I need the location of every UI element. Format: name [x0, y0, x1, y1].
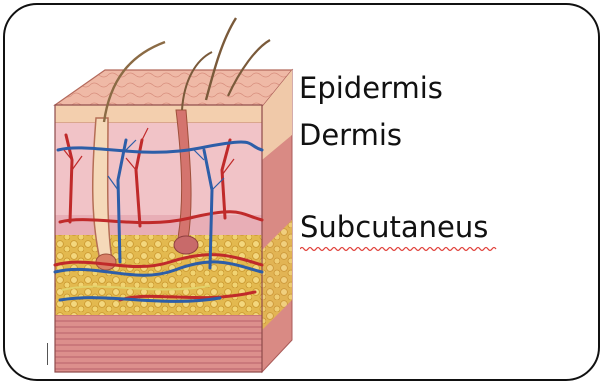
spellcheck-underline [300, 246, 500, 252]
label-epidermis: Epidermis [299, 74, 443, 103]
label-dermis: Dermis [299, 121, 402, 150]
dermis-layer [55, 123, 262, 215]
muscle-layer [55, 315, 262, 372]
label-subcutaneus: Subcutaneus [300, 213, 488, 242]
epidermis-layer [55, 105, 262, 123]
top-face [55, 70, 292, 107]
text-cursor [47, 343, 48, 365]
